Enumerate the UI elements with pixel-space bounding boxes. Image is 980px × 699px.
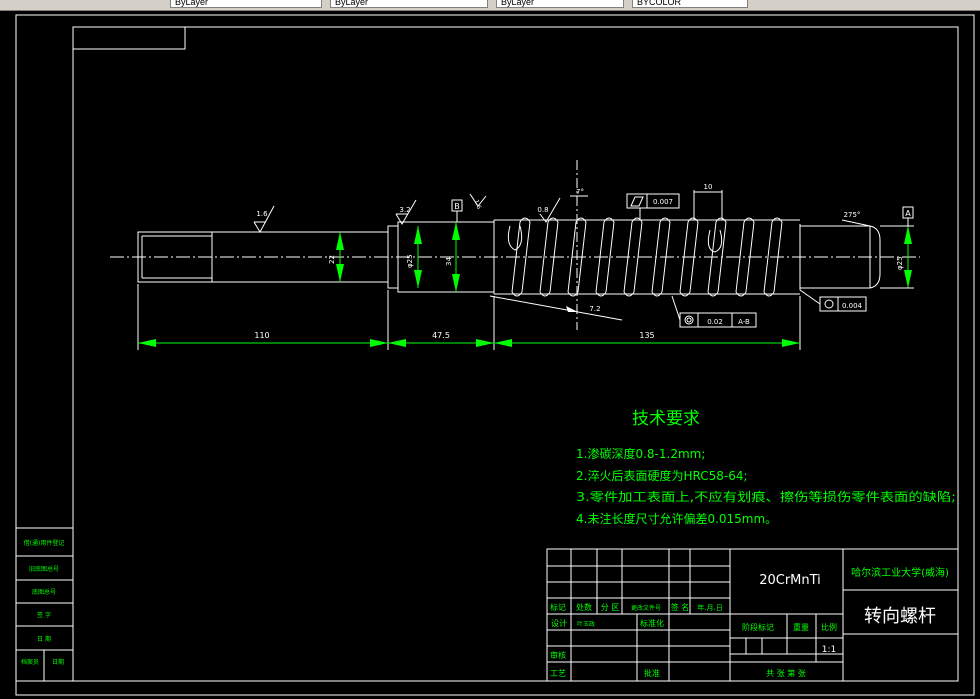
title-block-grid: [546, 548, 959, 682]
tb-process: 工艺: [550, 669, 566, 678]
tb-review: 审核: [550, 650, 566, 660]
dim-110: 110: [254, 331, 269, 340]
linetype-dropdown[interactable]: ByLayer: [330, 0, 488, 8]
tb-std: 标准化: [640, 618, 664, 628]
tb-date: 年.月.日: [697, 603, 722, 612]
ra-1-6: 1.6: [256, 210, 268, 218]
ra-3-2: 3.2: [399, 206, 410, 214]
tb-stage: 阶段标记: [742, 622, 774, 632]
ra-1-6b: 1.6: [472, 199, 482, 211]
tolerance-frame-3: [799, 289, 867, 312]
drawing-frame: [72, 26, 959, 682]
tolerance-frame-1: [626, 193, 680, 220]
tb-school: 哈尔滨工业大学(威海): [851, 566, 949, 579]
dim-10: 10: [704, 183, 713, 191]
tb-count: 处数: [576, 602, 592, 612]
diameter-arrows: [336, 222, 914, 292]
ra-0-8: 0.8: [537, 206, 548, 214]
tech-item-1: 1.渗碳深度0.8-1.2mm;: [576, 446, 705, 461]
tb-ratio: 比例: [821, 622, 837, 632]
lead-leader: [489, 295, 623, 321]
sidebar-grid: [15, 527, 74, 682]
lead-label: 7.2: [589, 305, 600, 313]
lineweight-dropdown[interactable]: ByLayer: [496, 0, 624, 8]
length-dimensions: [138, 339, 800, 347]
angle-275: 275°: [844, 211, 861, 219]
side-6: 档案员: [21, 658, 39, 666]
tb-doc: 更改文件号: [631, 604, 661, 612]
tol-0-004: 0.004: [842, 302, 863, 310]
datum-a-label: A: [905, 209, 911, 218]
tol-0-007: 0.007: [653, 198, 673, 206]
side-2: 旧底图总号: [29, 565, 59, 573]
diameter-22: 22: [328, 255, 336, 264]
tb-material: 20CrMnTi: [759, 573, 821, 588]
side-4: 签 字: [37, 611, 51, 619]
side-5: 日 期: [37, 635, 51, 643]
tol-0-02: 0.02: [707, 318, 723, 326]
datum-a: [902, 206, 914, 226]
side-7: 日期: [52, 658, 64, 666]
code-box: [72, 26, 186, 50]
side-3: 底图总号: [32, 588, 56, 596]
datum-b: [451, 199, 463, 222]
tb-weight: 重量: [793, 622, 809, 632]
tb-scale: 1:1: [822, 645, 836, 655]
tb-design: 设计: [551, 618, 567, 628]
side-1: 借(通)用件登记: [24, 539, 65, 547]
tb-approve: 批准: [644, 668, 660, 678]
diameter-25b: φ25: [896, 256, 904, 270]
sheet-border: [15, 14, 975, 696]
layer-dropdown[interactable]: ByLayer: [170, 0, 322, 8]
cad-toolbar: ByLayer ByLayer ByLayer BYCOLOR: [0, 0, 980, 11]
tb-mark: 标记: [550, 602, 566, 612]
tb-part-name: 转向螺杆: [864, 606, 936, 627]
plotstyle-dropdown[interactable]: BYCOLOR: [632, 0, 748, 8]
tb-zone: 分 区: [601, 603, 620, 612]
pitch-dimension: [693, 190, 723, 220]
diameter-34: 34: [445, 257, 453, 266]
drawing-canvas[interactable]: 110 47.5 135 10 22 φ25 34 φ25 1.6 3.2 1.…: [0, 11, 980, 699]
dim-47-5: 47.5: [432, 331, 450, 340]
tb-sign: 签 名: [671, 602, 690, 612]
dim-135: 135: [639, 331, 654, 340]
lead-arrow: [566, 306, 578, 312]
tech-item-3: 3.零件加工表面上,不应有划痕、擦伤等损伤零件表面的缺陷;: [576, 489, 956, 504]
tb-sheets: 共 张 第 张: [766, 668, 806, 678]
tech-item-4: 4.未注长度尺寸允许偏差0.015mm。: [576, 511, 777, 526]
roughness-symbols: [253, 193, 561, 234]
shaft-outline: [137, 219, 881, 295]
tb-designer: 叶玉政: [577, 620, 595, 628]
diameter-25a: φ25: [406, 254, 414, 268]
thread-helix: [507, 217, 783, 297]
tol-a-b: A-B: [738, 318, 750, 326]
angle-7: 7°: [576, 188, 584, 196]
tech-title: 技术要求: [632, 409, 700, 429]
tolerance-frame-2: [671, 295, 757, 328]
datum-b-label: B: [454, 202, 460, 211]
extension-lines: [137, 284, 801, 350]
angle-275-leader: [841, 219, 871, 227]
tech-item-2: 2.淬火后表面硬度为HRC58-64;: [576, 468, 748, 483]
